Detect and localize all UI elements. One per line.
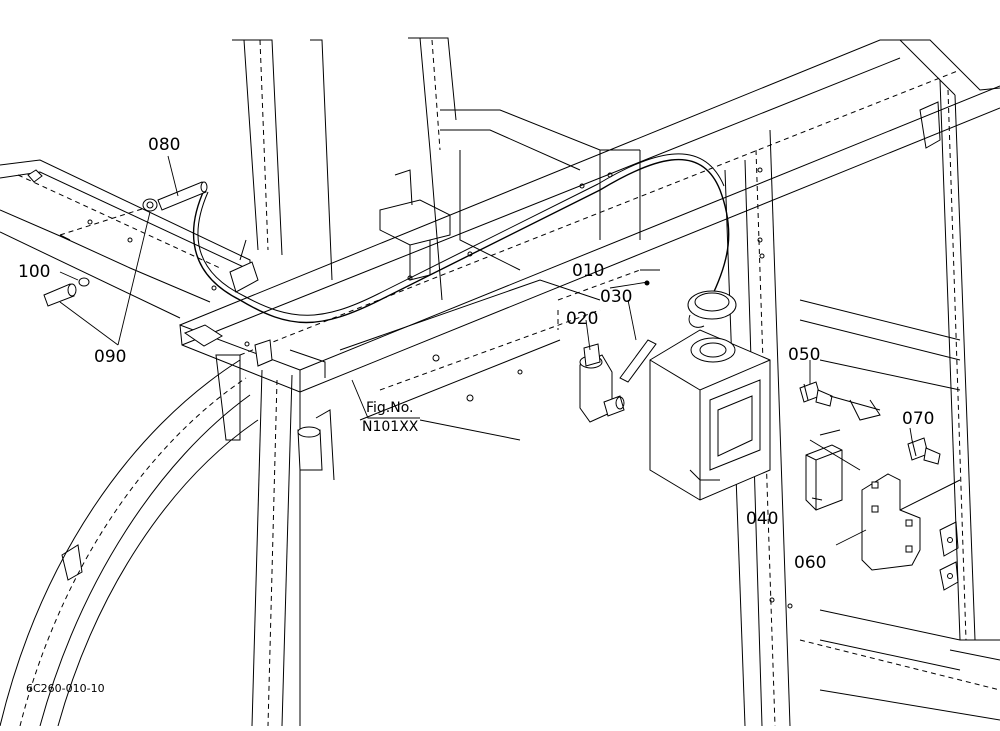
callout-010: 010 xyxy=(572,261,604,281)
callout-070: 070 xyxy=(902,409,934,429)
callout-labels: 080 100 090 010 030 020 050 070 040 060 xyxy=(18,135,934,573)
mounting-plate-060 xyxy=(861,473,961,571)
callout-080: 080 xyxy=(148,135,180,155)
nozzle-assembly xyxy=(43,181,208,307)
figure-reference: Fig.No. N101XX xyxy=(362,400,419,435)
callout-040: 040 xyxy=(746,509,778,529)
washer-hose xyxy=(192,153,730,324)
figure-reference-number: N101XX xyxy=(362,419,419,435)
washer-pump xyxy=(579,343,625,423)
callout-020: 020 xyxy=(566,309,598,329)
drawing-code: 6C260-010-10 xyxy=(26,682,105,695)
callout-060: 060 xyxy=(794,553,826,573)
callout-050: 050 xyxy=(788,345,820,365)
bolts xyxy=(799,381,941,465)
callout-030: 030 xyxy=(600,287,632,307)
hose-segment xyxy=(619,339,657,383)
bracket-040 xyxy=(805,429,861,511)
leader-lines xyxy=(59,155,913,546)
cab-frame xyxy=(0,37,1000,727)
callout-090: 090 xyxy=(94,347,126,367)
callout-100: 100 xyxy=(18,262,50,282)
washer-tank xyxy=(649,290,771,501)
figure-reference-label: Fig.No. xyxy=(366,400,414,416)
